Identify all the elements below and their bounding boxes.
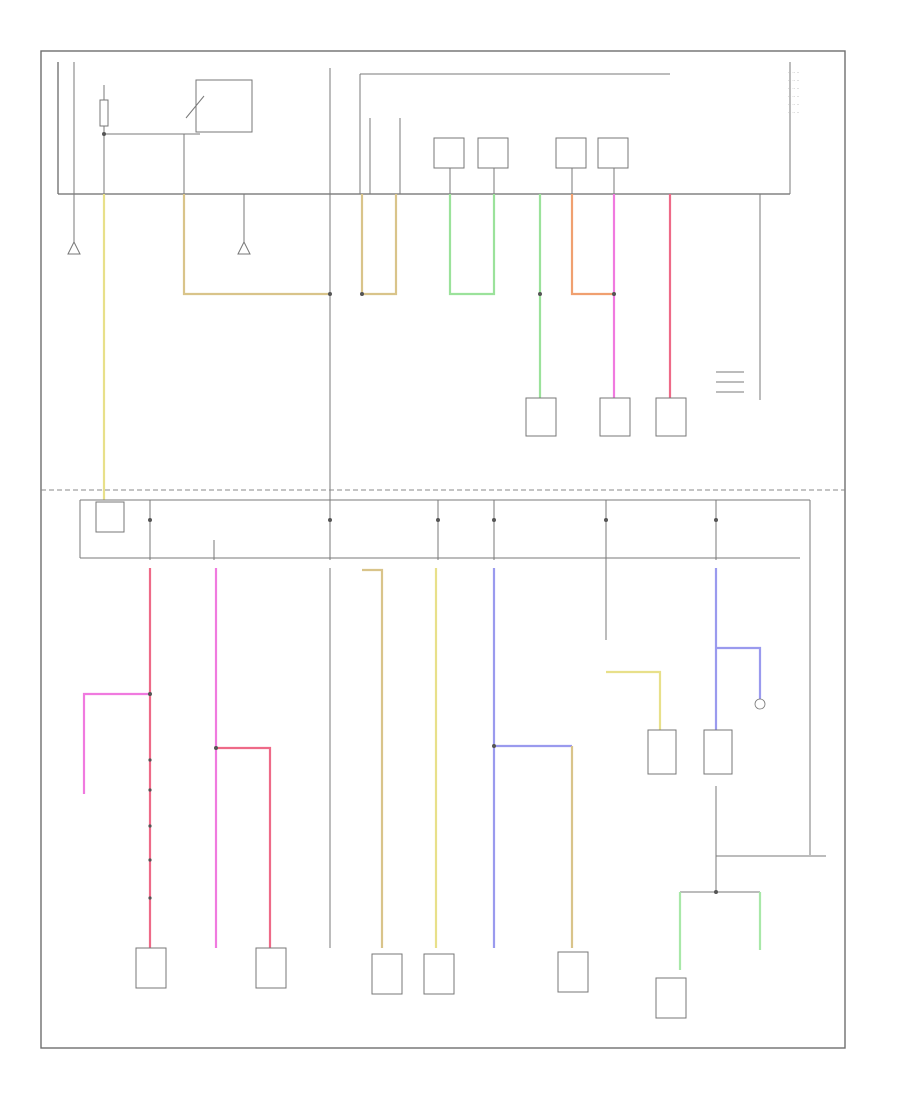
green-wire <box>448 194 496 296</box>
fuse-triangle-2 <box>237 240 251 255</box>
svg-text:·· ·· ··: ·· ·· ·· <box>788 86 800 91</box>
component-6 <box>655 977 687 1019</box>
component-3 <box>371 953 403 995</box>
lower-fuse-bus <box>79 499 811 855</box>
svg-text:·· ·· ··: ·· ·· ·· <box>788 78 800 83</box>
diagram-frame <box>40 50 846 1049</box>
connector-upper-3 <box>655 397 687 437</box>
connector-upper-2 <box>599 397 631 437</box>
lower-wire-group <box>82 560 826 970</box>
component-5 <box>557 951 589 993</box>
relay-right-1 <box>647 729 677 775</box>
component-4 <box>423 953 455 995</box>
tan-wire <box>182 194 330 296</box>
fuse-block-1 <box>433 137 465 169</box>
relay-right-2 <box>703 729 733 775</box>
relay-box <box>95 501 125 533</box>
ground-symbol <box>754 698 766 710</box>
connector-upper-1 <box>525 397 557 437</box>
fuse-block-4 <box>597 137 629 169</box>
svg-text:·· ·· ··: ·· ·· ·· <box>788 94 800 99</box>
svg-text:·· ·· ··: ·· ·· ·· <box>788 102 800 107</box>
bottom-components <box>135 698 766 1019</box>
component-1 <box>135 947 167 989</box>
fuse-block-2 <box>477 137 509 169</box>
svg-text:·· ·· ··: ·· ·· ·· <box>788 110 800 115</box>
top-fuse-box: ·· ·· ·· ·· ·· ·· ·· ·· ·· ·· ·· ·· ·· ·… <box>57 62 800 195</box>
upper-wire-group <box>67 132 761 500</box>
fuse-triangle-1 <box>67 240 81 255</box>
orange-wire <box>570 194 614 296</box>
svg-text:·· ·· ··: ·· ·· ·· <box>788 70 800 75</box>
component-2 <box>255 947 287 989</box>
fuse-block-3 <box>555 137 587 169</box>
